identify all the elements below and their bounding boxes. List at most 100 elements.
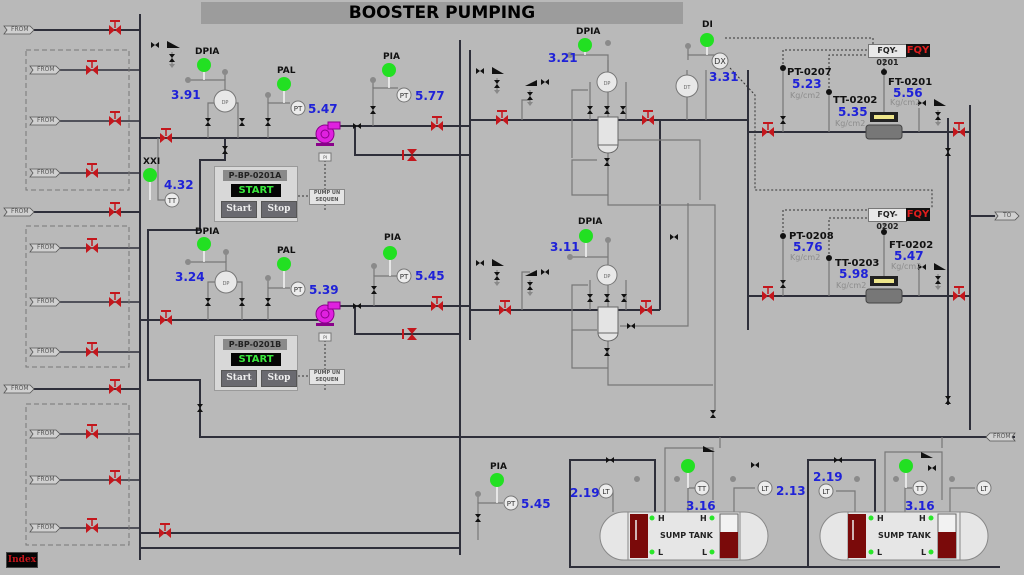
svg-text:LT: LT — [980, 485, 988, 493]
svg-text:DT: DT — [684, 85, 692, 91]
flow-meter-1 — [865, 112, 903, 140]
sump-tank-2 — [819, 511, 989, 561]
ft-value: 5.47 — [894, 249, 924, 263]
tank-name: SUMP TANK — [660, 531, 713, 540]
svg-text:TT: TT — [915, 485, 925, 493]
pia-value: 5.77 — [415, 89, 445, 103]
pump-name: P-BP-0201A — [223, 170, 287, 181]
pump-a-icon[interactable] — [315, 121, 341, 146]
from-label: FROM — [37, 244, 55, 251]
pt-value: 5.23 — [792, 77, 822, 91]
pal-value: 5.39 — [309, 283, 339, 297]
svg-text:PT: PT — [507, 500, 516, 508]
svg-text:DP: DP — [604, 274, 611, 280]
signal-dots — [780, 65, 887, 261]
tt-value: 3.16 — [905, 499, 935, 513]
ft-tag: FT-0202 — [889, 240, 934, 251]
high-level-label: H — [658, 514, 665, 523]
inlet-valves[interactable] — [85, 19, 122, 534]
svg-text:DP: DP — [604, 81, 611, 87]
filter-2: DP — [521, 203, 713, 386]
from-connector-right[interactable] — [985, 432, 1016, 442]
stop-button[interactable]: Stop — [261, 201, 297, 218]
fqy-badge[interactable]: FQY — [906, 208, 930, 221]
high-level-label: H — [877, 514, 884, 523]
svg-text:PT: PT — [400, 273, 409, 281]
high-level-label: H — [919, 514, 926, 523]
from-label: FROM — [37, 524, 55, 531]
ft-unit: Kg/cm2 — [890, 98, 921, 107]
pia-tag: PIA — [384, 233, 401, 243]
dpia-value: 3.21 — [548, 51, 578, 65]
low-level-label: L — [877, 548, 883, 557]
ft-value: 5.56 — [893, 86, 923, 100]
alarm-lamps — [143, 33, 913, 503]
tank-name: SUMP TANK — [878, 531, 931, 540]
pi-boxes: PI PI — [318, 152, 332, 342]
svg-text:LT: LT — [761, 485, 769, 493]
tt-tag: TT-0202 — [833, 95, 878, 106]
stop-button[interactable]: Stop — [261, 370, 297, 387]
pt-unit: Kg/cm2 — [790, 91, 821, 100]
svg-text:LT: LT — [822, 488, 830, 496]
to-connector[interactable] — [994, 211, 1020, 221]
svg-text:TT: TT — [167, 197, 177, 205]
fqy-tag-box[interactable]: FQY-0202 — [868, 208, 907, 231]
low-level-label: L — [921, 548, 927, 557]
xxi-tag: XXI — [143, 157, 161, 167]
high-level-label: H — [700, 514, 707, 523]
dpia-tag: DPIA — [195, 227, 220, 237]
lt-value: 2.19 — [570, 486, 600, 500]
inlet-header — [34, 14, 141, 560]
fqy-badge[interactable]: FQY — [906, 44, 930, 57]
svg-text:DX: DX — [714, 57, 726, 66]
from-label: FROM — [11, 208, 29, 215]
vent-drains — [151, 41, 946, 458]
dpia-tag: DPIA — [195, 47, 220, 57]
svg-text:PT: PT — [294, 286, 303, 294]
pump-sequence-box[interactable]: PUMP UN SEQUEN — [309, 189, 345, 205]
tt-unit: Kg/cm2 — [836, 281, 867, 290]
svg-text:PI: PI — [323, 155, 327, 160]
start-button[interactable]: Start — [221, 370, 257, 387]
pump-b-line — [140, 305, 470, 549]
lt-value: 2.19 — [813, 470, 843, 484]
pia-value: 5.45 — [521, 497, 551, 511]
pump-status: START — [231, 353, 281, 366]
pump-sequence-box[interactable]: PUMP UN SEQUEN — [309, 369, 345, 385]
tt-unit: Kg/cm2 — [835, 119, 866, 128]
dpia-value: 3.11 — [550, 240, 580, 254]
pt-value: 5.76 — [793, 240, 823, 254]
tt-value: 5.98 — [839, 267, 869, 281]
di-value: 3.31 — [709, 70, 739, 84]
flow-meter-2 — [865, 276, 903, 304]
dpia-tag: DPIA — [578, 217, 603, 227]
mid-headers — [459, 40, 1015, 555]
grey-tap-dots — [185, 40, 955, 497]
from-label: FROM — [37, 476, 55, 483]
from-label: FROM — [37, 66, 55, 73]
pump-b-icon[interactable] — [315, 301, 341, 326]
from-label: FROM — [11, 385, 29, 392]
to-label: TO — [1003, 212, 1012, 219]
pal-tag: PAL — [277, 66, 296, 76]
pia-tag: PIA — [383, 52, 400, 62]
pia-value: 5.45 — [415, 269, 445, 283]
tt-value: 3.16 — [686, 499, 716, 513]
from-connectors[interactable] — [3, 25, 61, 533]
from-label: FROM — [37, 348, 55, 355]
from-label: FROM — [37, 169, 55, 176]
pal-value: 5.47 — [308, 102, 338, 116]
svg-text:PI: PI — [323, 335, 327, 340]
fqy-tag-box[interactable]: FQY-0201 — [868, 44, 907, 67]
di-tag: DI — [702, 20, 713, 30]
dp-gauges: DP DP — [213, 89, 238, 294]
from-label: FROM — [11, 26, 29, 33]
start-button[interactable]: Start — [221, 201, 257, 218]
index-button[interactable]: Index — [6, 552, 38, 568]
lt-value: 2.13 — [776, 484, 806, 498]
svg-text:TT: TT — [697, 485, 707, 493]
ft-tag: FT-0201 — [888, 77, 933, 88]
